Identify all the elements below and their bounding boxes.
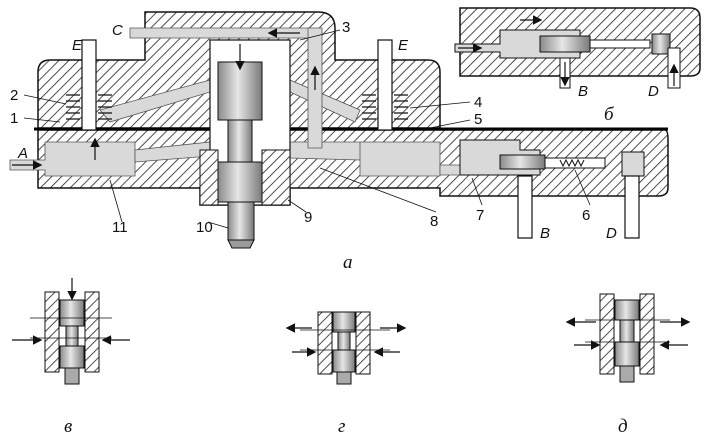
main-view bbox=[9, 11, 669, 249]
port-label-B-inset: B bbox=[578, 83, 588, 100]
plunger-10 bbox=[227, 201, 255, 241]
inlet-channel-A bbox=[9, 141, 136, 177]
view-d bbox=[565, 293, 691, 383]
view-v bbox=[12, 278, 130, 385]
spool-lower bbox=[217, 161, 263, 203]
part-number-11: 11 bbox=[112, 219, 128, 236]
port-label-B-main: B bbox=[540, 225, 550, 242]
pipe-B bbox=[517, 175, 533, 239]
part-number-8: 8 bbox=[430, 213, 438, 230]
part-number-9: 9 bbox=[304, 209, 312, 226]
part-number-3: 3 bbox=[342, 19, 350, 36]
part-number-6: 6 bbox=[582, 207, 590, 224]
part-number-4: 4 bbox=[474, 94, 482, 111]
part-number-1: 1 bbox=[10, 110, 18, 127]
tube-E-right bbox=[377, 39, 393, 131]
part-number-5: 5 bbox=[474, 111, 482, 128]
part-number-7: 7 bbox=[476, 207, 484, 224]
caption-a: а bbox=[343, 252, 353, 273]
port-label-E-left: E bbox=[72, 37, 83, 54]
port-label-E-right: E bbox=[398, 37, 409, 54]
tube-E-left bbox=[81, 39, 97, 131]
port-label-D-main: D bbox=[606, 225, 617, 242]
caption-v: в bbox=[64, 416, 72, 437]
part-number-10: 10 bbox=[196, 219, 213, 236]
inset-view bbox=[454, 7, 701, 89]
view-g bbox=[285, 311, 407, 385]
springs bbox=[66, 94, 408, 120]
caption-g: г bbox=[338, 416, 345, 437]
spool-upper bbox=[217, 61, 263, 121]
port-label-A: A bbox=[17, 145, 28, 162]
caption-d: д bbox=[618, 416, 628, 437]
part-number-2: 2 bbox=[10, 87, 18, 104]
pipe-D bbox=[624, 175, 640, 239]
port-label-C: C bbox=[112, 22, 123, 39]
caption-b: б bbox=[604, 104, 615, 125]
port-label-D-inset: D bbox=[648, 83, 659, 100]
